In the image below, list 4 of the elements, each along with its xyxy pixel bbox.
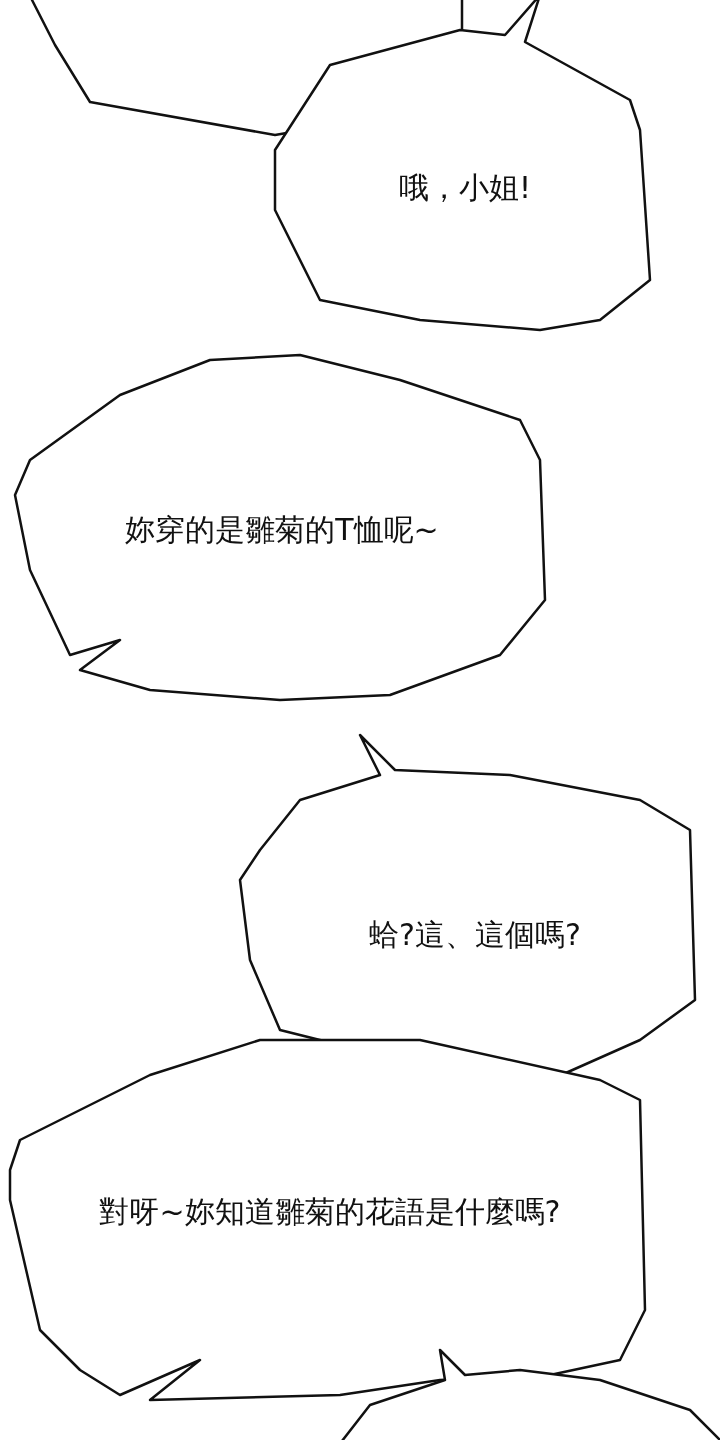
dialogue-text: 蛤?這、這個嗎? — [369, 916, 581, 955]
dialogue-text: 妳穿的是雛菊的T恤呢~ — [125, 511, 439, 550]
dialogue-text: 對呀~妳知道雛菊的花語是什麼嗎? — [99, 1193, 561, 1232]
dialogue-text: 哦，小姐! — [399, 169, 531, 208]
